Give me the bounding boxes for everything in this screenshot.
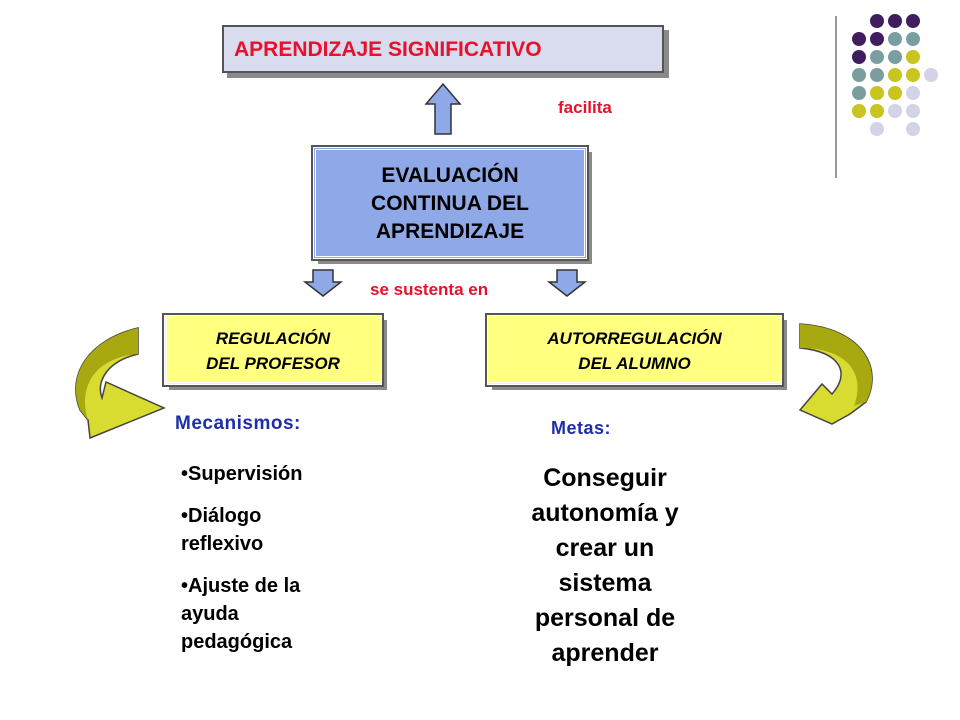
decorative-dot [870,122,884,136]
decorative-dot [852,32,866,46]
regulacion-line: REGULACIÓN [215,329,331,348]
evaluation-line: CONTINUA DEL [371,192,529,215]
autorregulacion-line: AUTORREGULACIÓN [547,329,722,348]
regulacion-box: REGULACIÓN DEL PROFESOR [162,313,384,387]
down-arrow-left-icon [303,269,343,297]
decorative-vertical-line [835,16,837,178]
decorative-dot [852,68,866,82]
decorative-dot [906,68,920,82]
evaluation-line: EVALUACIÓN [381,164,519,187]
decorative-dot [888,14,902,28]
decorative-dot [888,86,902,100]
title-text: APRENDIZAJE SIGNIFICATIVO [234,38,542,61]
decorative-dot [888,68,902,82]
regulacion-line: DEL PROFESOR [206,354,340,373]
autorregulacion-box: AUTORREGULACIÓN DEL ALUMNO [485,313,784,387]
curved-arrow-right-icon [798,323,873,425]
decorative-dot [852,104,866,118]
metas-text: Conseguir autonomía y crear un sistema p… [531,464,679,667]
decorative-dot [906,32,920,46]
down-arrow-right-icon [547,269,587,297]
decorative-dot [852,50,866,64]
mecanismo-item: •Diálogo reflexivo [181,505,264,555]
title-box: APRENDIZAJE SIGNIFICATIVO [222,25,664,73]
decorative-dot [888,50,902,64]
up-arrow-icon [424,82,462,135]
sustenta-label: se sustenta en [370,280,489,299]
mecanismos-label: Mecanismos: [175,413,301,434]
decorative-dot [906,50,920,64]
decorative-dot [888,32,902,46]
decorative-dot [924,68,938,82]
evaluation-line: APRENDIZAJE [375,220,525,243]
decorative-dot [888,104,902,118]
decorative-dot-grid [0,0,960,200]
mecanismo-item: •Supervisión [181,463,303,485]
decorative-dot [906,122,920,136]
curved-arrow-left-icon [75,327,166,440]
decorative-dot [870,32,884,46]
decorative-dot [870,14,884,28]
decorative-dot [870,86,884,100]
mecanismo-item: •Ajuste de la ayuda pedagógica [181,575,301,653]
mecanismos-list: •Supervisión •Diálogo reflexivo •Ajuste … [181,460,381,656]
decorative-dot [906,86,920,100]
decorative-dot [906,14,920,28]
autorregulacion-line: DEL ALUMNO [578,354,691,373]
decorative-dot [870,104,884,118]
evaluation-box: EVALUACIÓN CONTINUA DEL APRENDIZAJE [311,145,589,261]
decorative-dot [870,68,884,82]
decorative-dot [870,50,884,64]
decorative-dot [906,104,920,118]
facilita-label: facilita [558,98,612,117]
metas-label: Metas: [551,418,612,438]
decorative-dot [852,86,866,100]
